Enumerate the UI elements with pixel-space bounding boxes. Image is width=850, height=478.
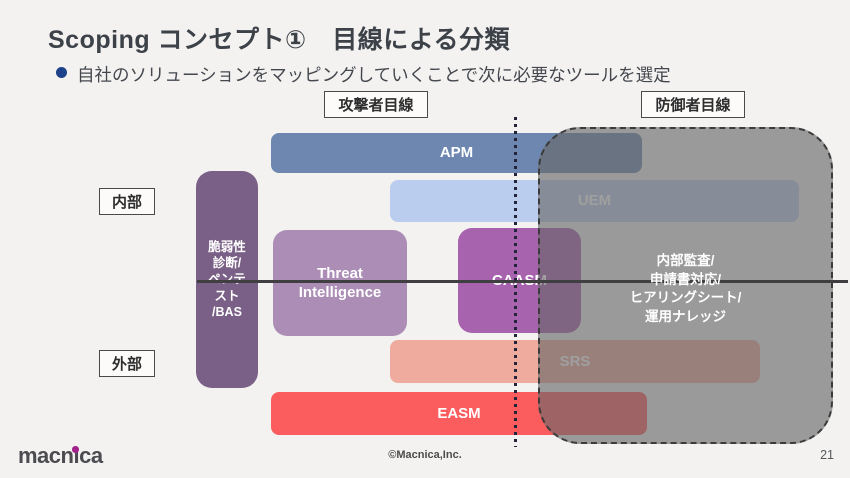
vertical-dotted-divider [514,117,517,447]
bullet-text: 自社のソリューションをマッピングしていくことで次に必要なツールを選定 [77,65,671,85]
external-axis-label: 外部 [99,350,155,377]
vuln-assessment-label: 脆弱性 診断/ ペンテ スト /BAS [208,239,246,319]
macnica-logo: macnica [18,443,103,469]
attacker-perspective-label: 攻撃者目線 [324,91,428,118]
macnica-logo-text: macnica [18,443,103,468]
bullet-dot-icon [56,67,67,78]
macnica-logo-dot-icon [72,446,79,453]
bullet-line: 自社のソリューションをマッピングしていくことで次に必要なツールを選定 [56,62,671,87]
copyright-text: ©Macnica,Inc. [388,449,462,461]
defender-zone-overlay [538,127,833,444]
vuln-assessment-box: 脆弱性 診断/ ペンテ スト /BAS [196,171,258,388]
defender-zone-text: 内部監査/ 申請書対応/ ヒアリングシート/ 運用ナレッジ [629,253,742,324]
internal-axis-label: 内部 [99,188,155,215]
defender-perspective-label: 防御者目線 [641,91,745,118]
threat-intelligence-label: Threat Intelligence [298,264,382,302]
threat-intelligence-box: Threat Intelligence [273,230,407,336]
easm-label: EASM [437,404,481,422]
apm-label: APM [439,144,474,162]
page-number: 21 [820,448,834,462]
slide-title: Scoping コンセプト① 目線による分類 [48,26,510,54]
horizontal-axis-line [197,280,848,283]
